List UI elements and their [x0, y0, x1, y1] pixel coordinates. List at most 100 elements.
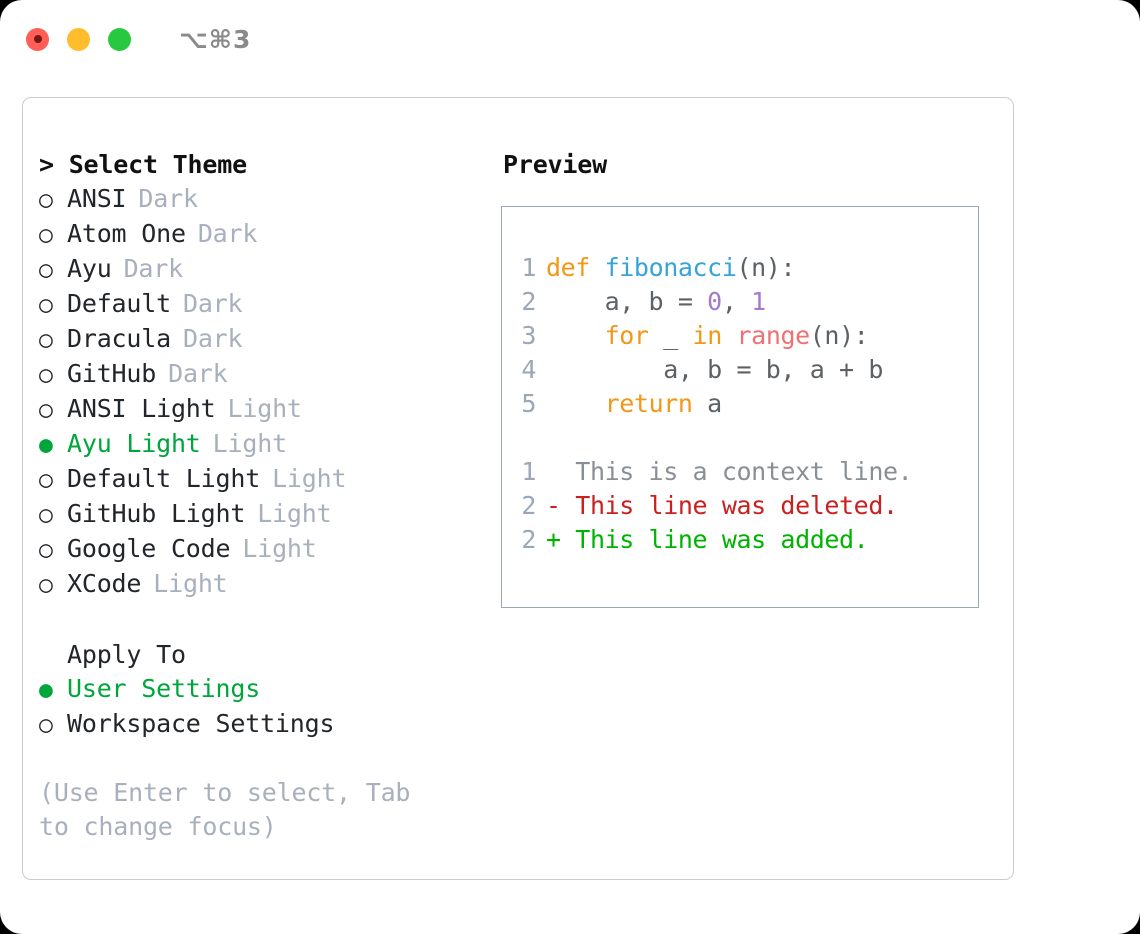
radio-selected-icon: ●	[39, 432, 53, 458]
theme-kind-badge: Dark	[182, 324, 243, 353]
apply-to-option-label: Workspace Settings	[67, 709, 335, 738]
code-line-number: 4	[521, 355, 536, 384]
code-diff-spacer	[502, 421, 978, 455]
diff-line-content: This is a context line.	[546, 457, 913, 486]
radio-unselected-icon: ○	[39, 537, 53, 563]
keyboard-shortcut-label: ⌥⌘3	[179, 24, 252, 54]
radio-unselected-icon: ○	[39, 327, 53, 353]
code-token-kw: for	[604, 321, 649, 350]
radio-unselected-icon: ○	[39, 467, 53, 493]
theme-option-label: XCode	[67, 569, 142, 598]
code-token-plain: a, b =	[546, 287, 708, 316]
select-theme-heading: > Select Theme	[39, 150, 247, 179]
theme-option-label: Default Light	[67, 464, 261, 493]
code-token-kw: in	[692, 321, 723, 350]
theme-kind-badge: Light	[272, 464, 347, 493]
code-token-kw: return	[604, 389, 693, 418]
radio-unselected-icon: ○	[39, 572, 53, 598]
theme-option-ayu-light[interactable]: ● Ayu Light Light	[39, 427, 493, 462]
diff-line-content: - This line was deleted.	[546, 491, 898, 520]
code-line-number: 1	[521, 253, 536, 282]
theme-kind-badge: Light	[227, 394, 302, 423]
theme-kind-badge: Dark	[197, 219, 258, 248]
apply-to-option-user-settings[interactable]: ●User Settings	[39, 672, 493, 707]
code-token-fn: fibonacci	[604, 253, 737, 282]
theme-option-label: Ayu Light	[67, 429, 201, 458]
zoom-button[interactable]	[108, 27, 131, 51]
radio-selected-icon: ●	[39, 677, 53, 703]
code-line-number: 5	[521, 389, 536, 418]
code-token-num: 0	[707, 287, 722, 316]
radio-unselected-icon: ○	[39, 397, 53, 423]
theme-kind-badge: Light	[212, 429, 287, 458]
theme-option-label: Ayu	[67, 254, 112, 283]
theme-kind-badge: Light	[153, 569, 228, 598]
preview-heading: Preview	[503, 150, 607, 179]
code-token-plain: a	[692, 389, 722, 418]
code-token-plain	[722, 321, 737, 350]
code-line: 2 a, b = 0, 1	[502, 285, 978, 319]
theme-option-default-light[interactable]: ○ Default Light Light	[39, 462, 493, 497]
radio-unselected-icon: ○	[39, 502, 53, 528]
radio-unselected-icon: ○	[39, 292, 53, 318]
diff-line-number: 2	[521, 491, 536, 520]
diff-line-number: 1	[521, 457, 536, 486]
close-button[interactable]	[26, 27, 49, 51]
code-token-call: range	[736, 321, 811, 350]
theme-option-ansi[interactable]: ○ ANSI Dark	[39, 182, 493, 217]
radio-unselected-icon: ○	[39, 187, 53, 213]
code-line: 5 return a	[502, 387, 978, 421]
theme-option-dracula[interactable]: ○ Dracula Dark	[39, 322, 493, 357]
theme-kind-badge: Dark	[182, 289, 243, 318]
diff-line-add: 2 + This line was added.	[502, 523, 978, 557]
diff-line-ctx: 1 This is a context line.	[502, 455, 978, 489]
apply-to-section: Apply To ●User Settings ○ Workspace Settin…	[39, 638, 493, 742]
code-line: 4 a, b = b, a + b	[502, 353, 978, 387]
apply-to-option-list[interactable]: ●User Settings ○ Workspace Settings	[39, 672, 493, 742]
code-line: 3 for _ in range(n):	[502, 319, 978, 353]
code-line-content: for _ in range(n):	[546, 319, 869, 353]
keyboard-hint-text: (Use Enter to select, Tab to change focu…	[39, 778, 411, 841]
theme-option-ansi-light[interactable]: ○ ANSI Light Light	[39, 392, 493, 427]
apply-to-heading: Apply To	[67, 640, 186, 669]
code-line-number: 3	[521, 321, 536, 350]
theme-option-label: Dracula	[67, 324, 171, 353]
code-token-plain: ,	[721, 287, 752, 316]
code-token-plain: _	[648, 321, 693, 350]
code-token-plain: (n):	[809, 321, 869, 350]
theme-option-label: Atom One	[67, 219, 186, 248]
title-bar: ⌥⌘3	[0, 0, 1140, 78]
diff-line-content: + This line was added.	[546, 525, 869, 554]
theme-option-default[interactable]: ○ Default Dark	[39, 287, 493, 322]
code-token-kw: def	[546, 253, 605, 282]
code-line-content: return a	[546, 387, 723, 421]
apply-to-option-workspace-settings[interactable]: ○ Workspace Settings	[39, 707, 493, 742]
theme-option-label: ANSI Light	[67, 394, 216, 423]
theme-option-label: Default	[67, 289, 171, 318]
theme-kind-badge: Light	[242, 534, 317, 563]
theme-option-xcode[interactable]: ○ XCode Light	[39, 567, 493, 602]
code-token-plain: (n):	[736, 253, 796, 282]
theme-kind-badge: Light	[257, 499, 332, 528]
theme-kind-badge: Dark	[138, 184, 198, 213]
minimize-button[interactable]	[67, 27, 90, 51]
theme-option-label: GitHub	[67, 359, 157, 388]
theme-option-label: ANSI	[67, 184, 127, 213]
code-line: 1 def fibonacci(n):	[502, 251, 978, 285]
radio-unselected-icon: ○	[39, 712, 53, 738]
code-line-number: 2	[521, 287, 536, 316]
code-token-plain	[546, 389, 605, 418]
diff-sample: 1 This is a context line.2- This line wa…	[502, 455, 978, 557]
diff-line-number: 2	[521, 525, 536, 554]
